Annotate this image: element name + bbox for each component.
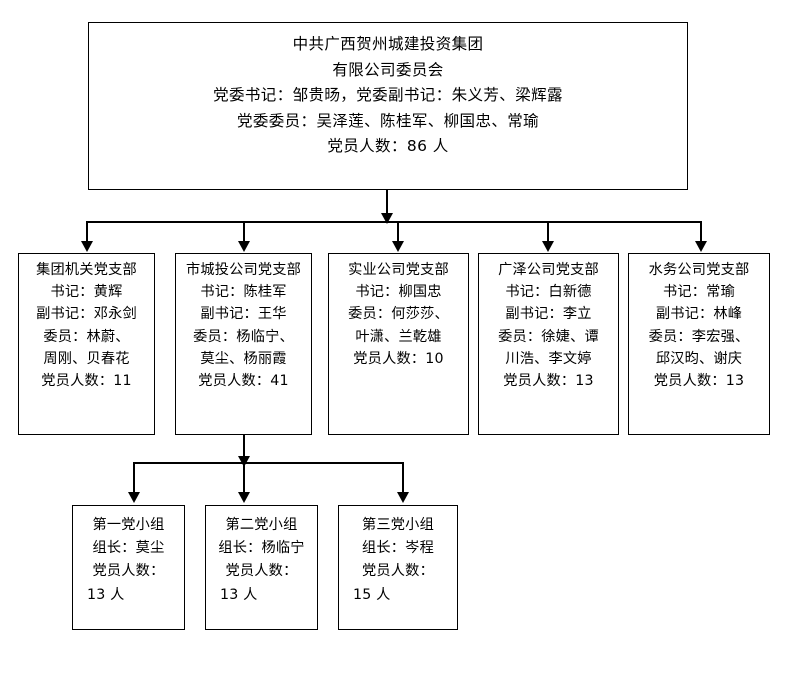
group-2-line-1: 组长：岑程 xyxy=(362,540,434,557)
group-0-line-2: 党员人数： xyxy=(92,563,165,580)
connector-root-stem-arrowhead xyxy=(381,213,393,224)
connector-drop-group-1 xyxy=(243,462,245,493)
connector-drop-branch-1 xyxy=(243,221,245,242)
group-node-third[interactable]: 第三党小组 组长：岑程 党员人数： 15 人 xyxy=(338,505,458,630)
branch-node-shichengtou[interactable]: 市城投公司党支部 书记：陈桂军 副书记：王华 委员：杨临宁、 莫尘、杨丽霞 党员… xyxy=(175,253,312,435)
branch-node-guangze[interactable]: 广泽公司党支部 书记：白新德 副书记：李立 委员：徐婕、谭 川浩、李文婷 党员人… xyxy=(478,253,619,435)
connector-branch-bus xyxy=(87,221,702,223)
group-1-line-0: 第二党小组 xyxy=(225,517,298,533)
connector-drop-group-2 xyxy=(402,462,404,493)
root-line-secretaries: 党委书记：邹贵旸，党委副书记：朱义芳、梁辉露 xyxy=(213,86,563,104)
connector-group-bus xyxy=(134,462,404,464)
group-2-line-2: 党员人数： xyxy=(362,563,434,580)
branch-0-line-5: 党员人数：11 xyxy=(41,373,132,390)
root-line-2: 有限公司委员会 xyxy=(332,60,444,79)
group-node-first[interactable]: 第一党小组 组长：莫尘 党员人数： 13 人 xyxy=(72,505,185,630)
branch-4-line-0: 水务公司党支部 xyxy=(648,262,750,278)
connector-drop-branch-4 xyxy=(700,221,702,242)
branch-node-shiye[interactable]: 实业公司党支部 书记：柳国忠 委员：何莎莎、 叶潇、兰乾雄 党员人数：10 xyxy=(328,253,469,435)
group-2-line-0: 第三党小组 xyxy=(362,517,434,533)
branch-1-line-0: 市城投公司党支部 xyxy=(185,262,302,278)
branch-4-line-4: 邱汉昀、谢庆 xyxy=(655,350,743,367)
branch-2-line-0: 实业公司党支部 xyxy=(348,262,449,278)
branch-0-line-0: 集团机关党支部 xyxy=(36,262,137,278)
connector-drop-branch-0 xyxy=(86,221,88,242)
branch-1-line-5: 党员人数：41 xyxy=(198,373,289,390)
connector-root-stem xyxy=(386,190,388,216)
connector-arrowhead-group-1 xyxy=(238,492,250,503)
branch-4-line-1: 书记：常瑜 xyxy=(663,284,735,301)
root-line-members: 党委委员：吴泽莲、陈桂军、柳国忠、常瑜 xyxy=(236,111,540,130)
branch-0-line-1: 书记：黄辉 xyxy=(50,284,123,301)
branch-3-line-4: 川浩、李文婷 xyxy=(505,350,592,367)
branch-2-line-3: 叶潇、兰乾雄 xyxy=(355,328,442,345)
branch-node-shuiwu[interactable]: 水务公司党支部 书记：常瑜 副书记：林峰 委员：李宏强、 邱汉昀、谢庆 党员人数… xyxy=(628,253,770,435)
root-node-party-committee[interactable]: 中共广西贺州城建投资集团 有限公司委员会 党委书记：邹贵旸，党委副书记：朱义芳、… xyxy=(88,22,688,190)
group-2-line-3: 15 人 xyxy=(353,586,391,603)
group-node-second[interactable]: 第二党小组 组长：杨临宁 党员人数： 13 人 xyxy=(205,505,318,630)
branch-0-line-3: 委员：林蔚、 xyxy=(43,328,130,345)
connector-group-stem-arrowhead xyxy=(238,456,250,467)
connector-arrowhead-branch-1 xyxy=(238,241,250,252)
connector-arrowhead-branch-4 xyxy=(695,241,707,252)
connector-drop-branch-3 xyxy=(547,221,549,242)
group-0-line-3: 13 人 xyxy=(87,586,125,603)
connector-arrowhead-group-0 xyxy=(128,492,140,503)
branch-4-line-5: 党员人数：13 xyxy=(653,373,745,390)
branch-3-line-3: 委员：徐婕、谭 xyxy=(498,328,599,345)
root-line-member-count: 党员人数：86 人 xyxy=(327,137,449,155)
branch-3-line-1: 书记：白新德 xyxy=(505,284,592,301)
branch-1-line-4: 莫尘、杨丽霞 xyxy=(200,350,287,367)
connector-arrowhead-group-2 xyxy=(397,492,409,503)
group-1-line-3: 13 人 xyxy=(220,586,258,603)
group-1-line-2: 党员人数： xyxy=(225,563,298,580)
branch-node-jituan-jiguan[interactable]: 集团机关党支部 书记：黄辉 副书记：邓永剑 委员：林蔚、 周刚、贝春花 党员人数… xyxy=(18,253,155,435)
group-0-line-1: 组长：莫尘 xyxy=(92,540,165,557)
branch-3-line-2: 副书记：李立 xyxy=(505,306,592,323)
branch-1-line-2: 副书记：王华 xyxy=(200,306,287,323)
branch-0-line-4: 周刚、贝春花 xyxy=(43,350,130,367)
connector-drop-group-0 xyxy=(133,462,135,493)
connector-arrowhead-branch-3 xyxy=(542,241,554,252)
branch-3-line-5: 党员人数：13 xyxy=(503,373,594,390)
connector-arrowhead-branch-0 xyxy=(81,241,93,252)
branch-4-line-3: 委员：李宏强、 xyxy=(648,328,750,345)
connector-drop-branch-2 xyxy=(397,221,399,242)
root-line-1: 中共广西贺州城建投资集团 xyxy=(292,35,484,53)
group-0-line-0: 第一党小组 xyxy=(92,517,165,533)
connector-arrowhead-branch-2 xyxy=(392,241,404,252)
branch-2-line-2: 委员：何莎莎、 xyxy=(348,306,449,323)
group-1-line-1: 组长：杨临宁 xyxy=(218,540,305,557)
branch-2-line-1: 书记：柳国忠 xyxy=(355,284,442,301)
branch-2-line-4: 党员人数：10 xyxy=(353,350,444,367)
branch-1-line-1: 书记：陈桂军 xyxy=(200,284,287,301)
branch-1-line-3: 委员：杨临宁、 xyxy=(193,328,294,345)
branch-3-line-0: 广泽公司党支部 xyxy=(498,262,599,278)
branch-4-line-2: 副书记：林峰 xyxy=(655,306,743,323)
connector-group-stem xyxy=(243,435,245,459)
branch-0-line-2: 副书记：邓永剑 xyxy=(36,306,137,323)
